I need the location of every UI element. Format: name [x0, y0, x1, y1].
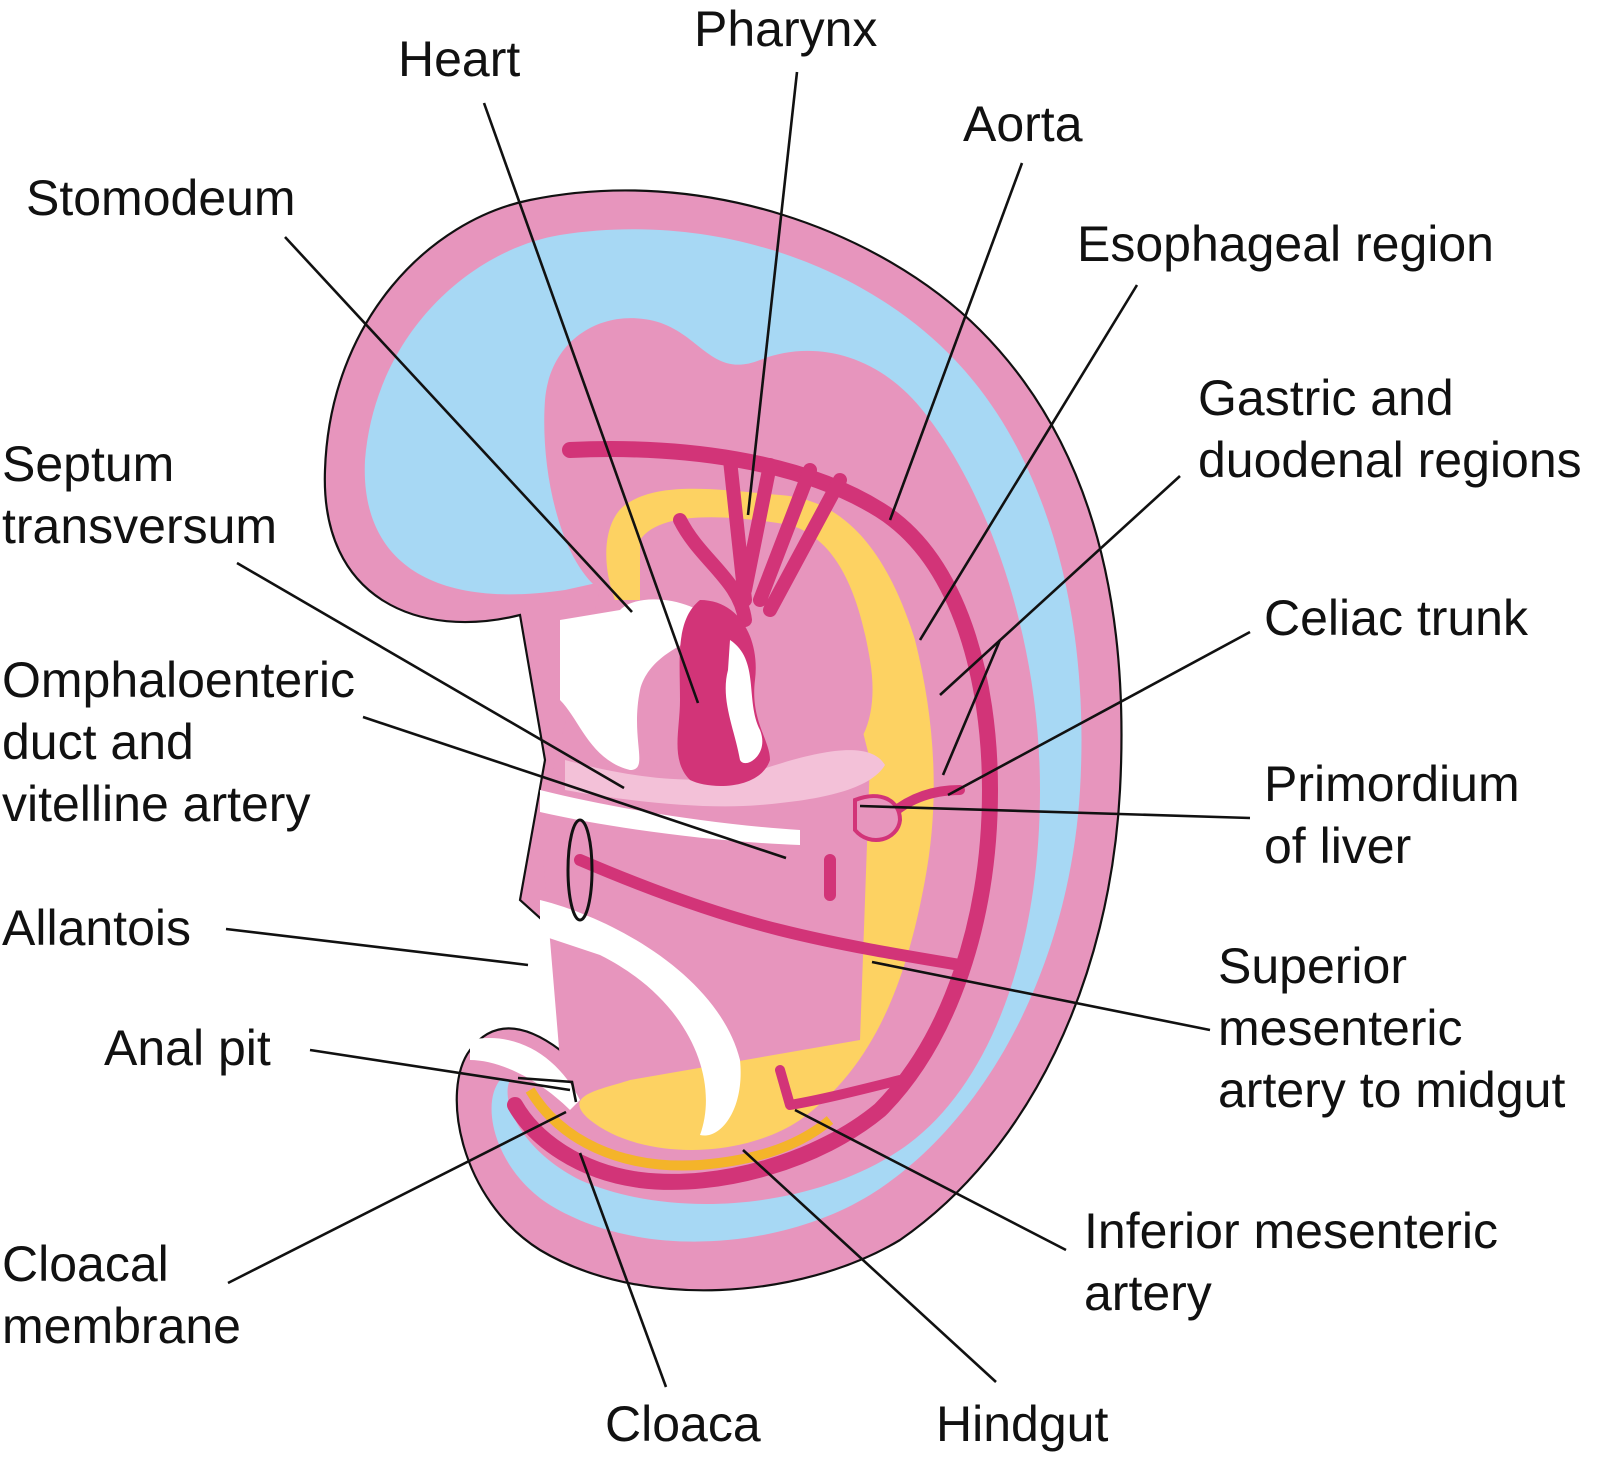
- leader-pharynx: [746, 71, 799, 516]
- label-gastric-line-2: duodenal regions: [1198, 432, 1582, 488]
- label-inferior-mesenteric: Inferior mesenteric artery: [1084, 1200, 1498, 1324]
- label-hindgut: Hindgut: [936, 1393, 1108, 1455]
- label-anal-pit-text: Anal pit: [104, 1020, 271, 1076]
- leader-septum: [236, 561, 625, 790]
- leader-esophageal: [918, 284, 1139, 641]
- label-cloacal-membrane: Cloacal membrane: [2, 1233, 241, 1357]
- label-septum-line-2: transversum: [2, 498, 278, 554]
- label-gastric-duodenal: Gastric and duodenal regions: [1198, 367, 1582, 491]
- label-esophageal-region: Esophageal region: [1077, 213, 1494, 275]
- aorta-vessel: [507, 441, 999, 1190]
- label-stomodeum: Stomodeum: [26, 167, 296, 229]
- label-omphalo-line-3: vitelline artery: [2, 776, 311, 832]
- label-heart: Heart: [398, 28, 520, 90]
- label-pharynx-text: Pharynx: [694, 1, 878, 57]
- leader-omphalo: [362, 715, 787, 860]
- leader-celiac: [947, 630, 1251, 797]
- label-cloaca: Cloaca: [605, 1393, 761, 1455]
- leader-cloacal-membrane: [227, 1110, 567, 1285]
- label-heart-text: Heart: [398, 31, 521, 87]
- leader-superior: [871, 960, 1211, 1032]
- label-superior-line-2: mesenteric: [1218, 1000, 1463, 1056]
- label-stomodeum-text: Stomodeum: [26, 170, 296, 226]
- label-celiac-trunk: Celiac trunk: [1264, 587, 1528, 649]
- label-celiac-text: Celiac trunk: [1264, 590, 1528, 646]
- label-cloaca-text: Cloaca: [605, 1396, 761, 1452]
- label-allantois-text: Allantois: [2, 900, 191, 956]
- label-liver-primordium: Primordium of liver: [1264, 753, 1520, 877]
- leader-lines: [225, 71, 1251, 1388]
- label-pharynx: Pharynx: [694, 0, 877, 60]
- leader-stomodeum: [284, 236, 633, 613]
- label-esophageal-text: Esophageal region: [1077, 216, 1494, 272]
- leader-cloaca: [578, 1152, 668, 1388]
- arch-arteries: [673, 453, 847, 627]
- leader-hindgut: [742, 1149, 997, 1383]
- vitelline-ring: [566, 818, 594, 922]
- leader-inferior: [794, 1108, 1067, 1252]
- leader-liver: [859, 804, 1251, 820]
- label-aorta-text: Aorta: [963, 96, 1083, 152]
- label-septum-transversum: Septum transversum: [2, 433, 277, 557]
- omphaloenteric-duct-band: [540, 790, 800, 845]
- anal-pit-bracket: [517, 1076, 578, 1103]
- label-cloacal-line-1: Cloacal: [2, 1236, 169, 1292]
- label-omphalo-line-1: Omphaloenteric: [2, 652, 355, 708]
- leader-aorta: [888, 162, 1024, 521]
- label-aorta: Aorta: [963, 93, 1083, 155]
- liver-primordium-bud: [853, 794, 903, 842]
- superior-mesenteric-vessel: [574, 854, 966, 971]
- label-septum-line-1: Septum: [2, 436, 175, 492]
- label-allantois: Allantois: [2, 897, 191, 959]
- inferior-mesenteric-vessel: [775, 1065, 905, 1110]
- cloaca-band: [525, 1087, 834, 1171]
- leader-gastric-1: [939, 475, 1181, 696]
- label-inferior-line-1: Inferior mesenteric: [1084, 1203, 1499, 1259]
- leader-gastric-2: [941, 639, 1002, 776]
- label-liver-line-2: of liver: [1264, 818, 1412, 874]
- label-cloacal-line-2: membrane: [2, 1298, 241, 1354]
- label-gastric-line-1: Gastric and: [1198, 370, 1454, 426]
- leader-anal-pit: [309, 1048, 571, 1092]
- allantois-lumen: [470, 1038, 580, 1110]
- label-omphaloenteric: Omphaloenteric duct and vitelline artery: [2, 649, 355, 835]
- heart-lumen: [725, 640, 763, 764]
- leader-allantois: [225, 927, 529, 967]
- label-superior-mesenteric: Superior mesenteric artery to midgut: [1218, 935, 1565, 1121]
- label-anal-pit: Anal pit: [104, 1017, 271, 1079]
- label-superior-line-1: Superior: [1218, 938, 1407, 994]
- leader-heart: [482, 102, 700, 704]
- label-liver-line-1: Primordium: [1264, 756, 1520, 812]
- hindgut-lumen: [540, 900, 741, 1136]
- label-inferior-line-2: artery: [1084, 1265, 1212, 1321]
- label-hindgut-text: Hindgut: [936, 1396, 1109, 1452]
- label-omphalo-line-2: duct and: [2, 714, 194, 770]
- label-superior-line-3: artery to midgut: [1218, 1062, 1566, 1118]
